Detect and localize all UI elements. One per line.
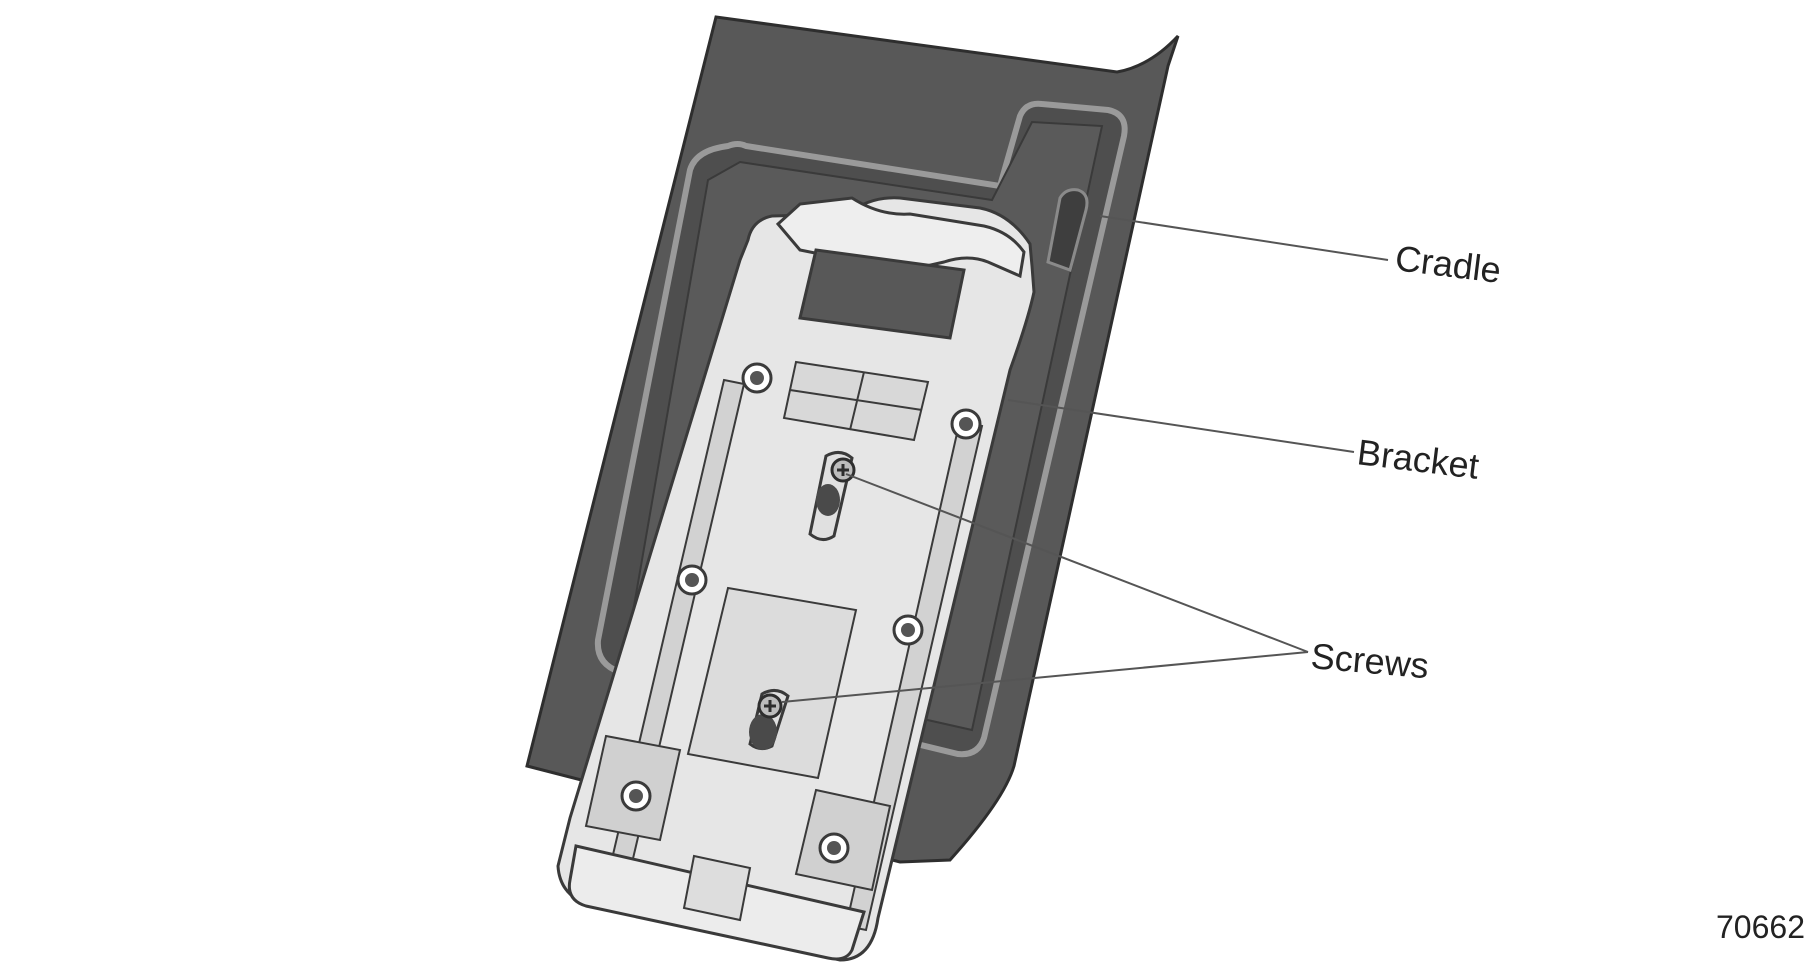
- bracket-top-window: [798, 248, 966, 340]
- bracket: [556, 196, 1036, 962]
- bracket-label: Bracket: [1355, 431, 1481, 487]
- mounting-hole: [741, 362, 773, 394]
- screws-leader-line-lower: [781, 651, 1309, 703]
- keyhole-dark: [749, 714, 777, 750]
- cradle-leader-line: [1099, 215, 1389, 261]
- leader-lines: [781, 215, 1389, 703]
- bracket-bottom-tab: [682, 854, 752, 922]
- screws-label: Screws: [1309, 635, 1430, 686]
- figure-number: 70662: [1716, 909, 1805, 945]
- mounting-hole: [892, 614, 924, 646]
- screw-lower: [757, 693, 783, 719]
- bracket-center-panel: [686, 586, 858, 780]
- screw-upper: [830, 457, 856, 483]
- mounting-hole: [620, 780, 652, 812]
- mounting-hole: [950, 408, 982, 440]
- keyhole-dark: [816, 484, 840, 516]
- mounting-hole: [676, 564, 708, 596]
- screws-leader-line-upper: [845, 473, 1309, 653]
- cradle-label: Cradle: [1393, 237, 1503, 291]
- cradle-slot: [1046, 188, 1089, 272]
- bracket-leader-line: [1007, 399, 1355, 453]
- mounting-hole: [818, 832, 850, 864]
